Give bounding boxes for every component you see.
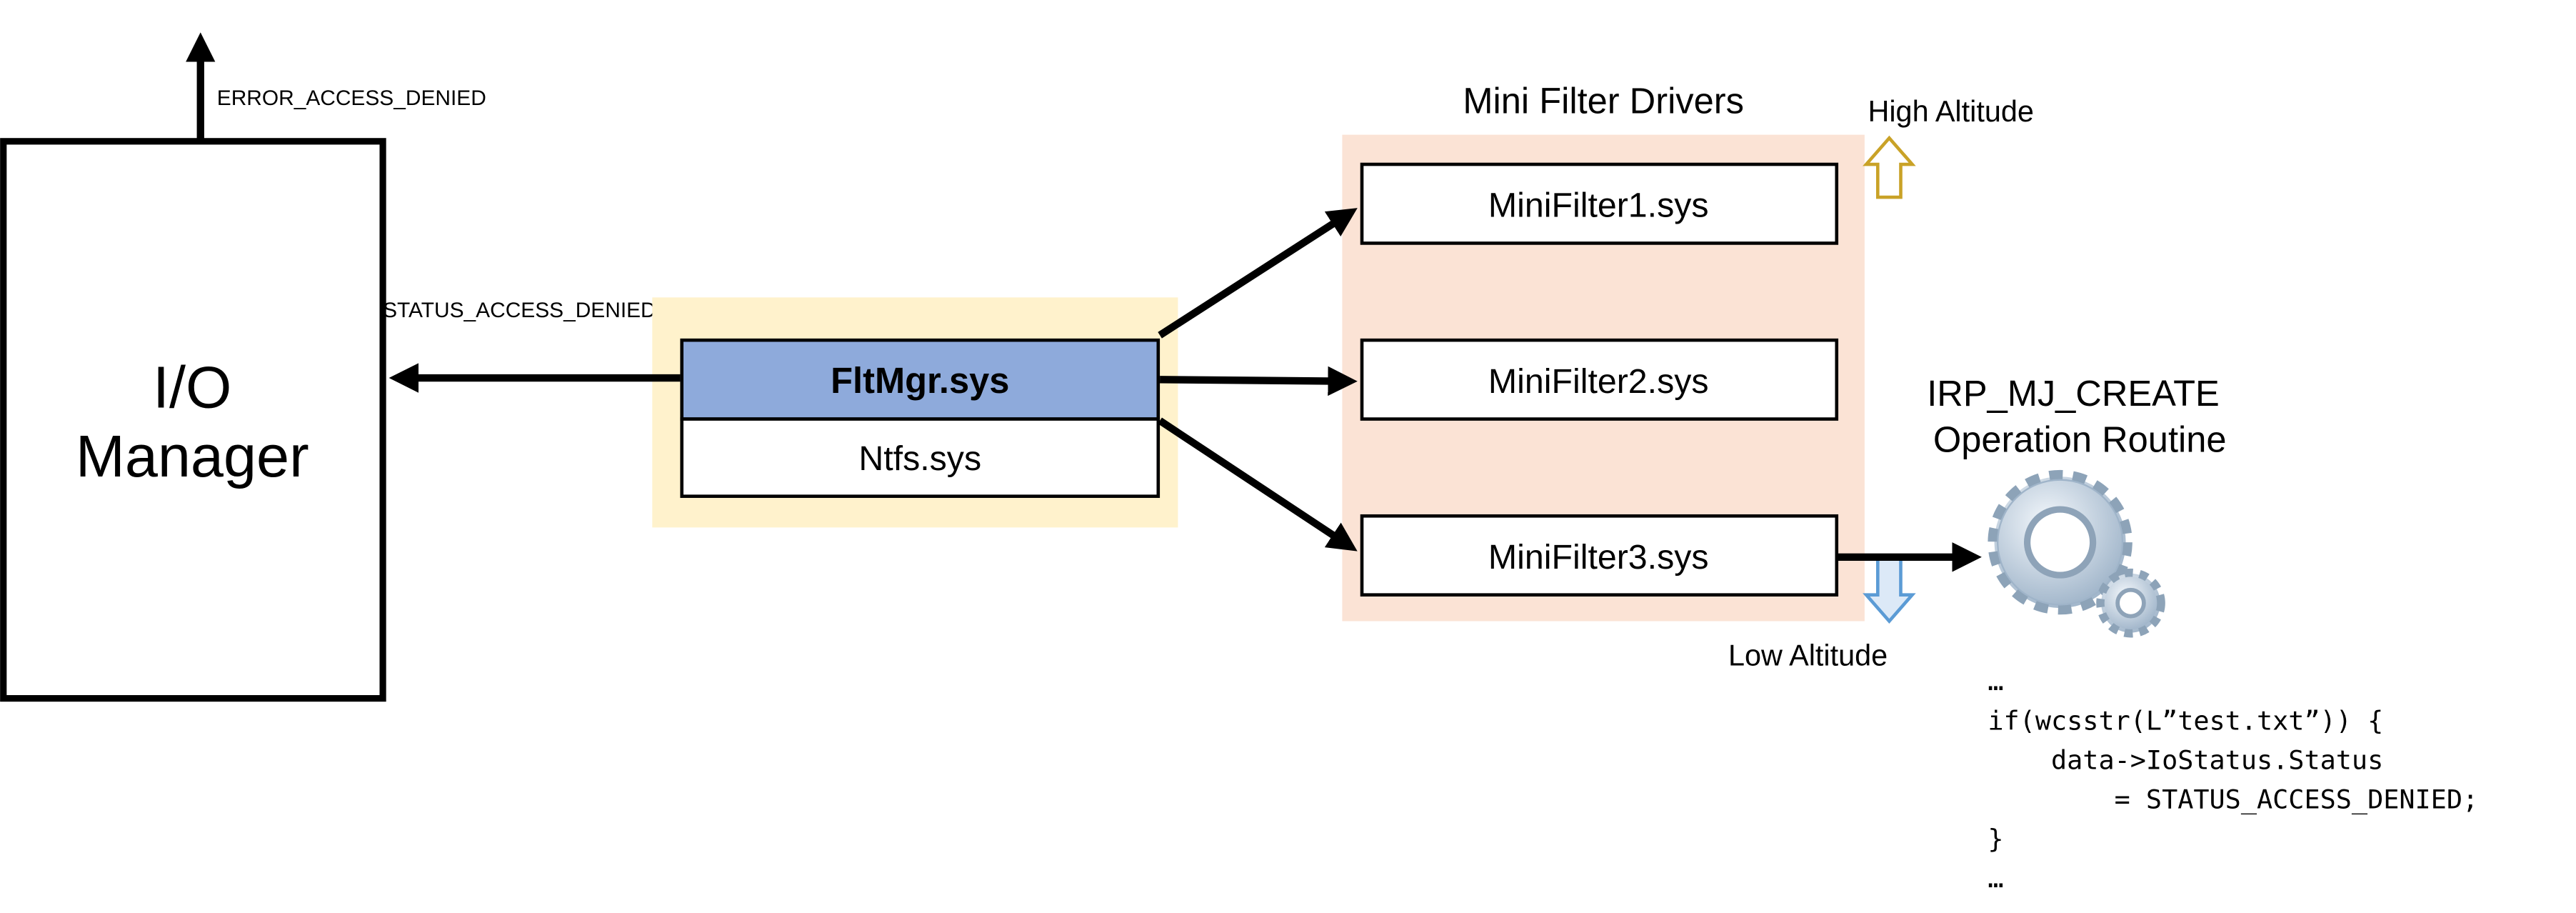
status-access-denied-label: STATUS_ACCESS_DENIED xyxy=(383,299,656,322)
minifilter-label: MiniFilter1.sys xyxy=(1488,186,1709,225)
fltmgr-label: FltMgr.sys xyxy=(831,360,1009,401)
fltmgr-box: FltMgr.sys xyxy=(680,338,1161,421)
low-altitude-label: Low Altitude xyxy=(1728,639,1888,672)
io-manager-label-line2: Manager xyxy=(76,423,309,489)
ntfs-label: Ntfs.sys xyxy=(858,439,981,478)
minifilter-label: MiniFilter3.sys xyxy=(1488,538,1709,577)
arrow-to-minifilter1 xyxy=(1158,208,1358,339)
high-altitude-arrow-icon xyxy=(1863,135,1916,199)
routine-title-line1: IRP_MJ_CREATE xyxy=(1927,373,2220,414)
mini-filter-drivers-title: Mini Filter Drivers xyxy=(1463,81,1744,121)
minifilter-box-3: MiniFilter3.sys xyxy=(1360,514,1839,597)
io-manager-label-line1: I/O xyxy=(153,354,231,420)
code-line: } xyxy=(1988,824,2003,854)
minifilter-box-2: MiniFilter2.sys xyxy=(1360,338,1839,421)
code-line: data->IoStatus.Status xyxy=(1988,745,2383,776)
low-altitude-arrow-icon xyxy=(1863,557,1916,624)
code-line: = STATUS_ACCESS_DENIED; xyxy=(1988,784,2478,816)
io-manager-box: I/O Manager xyxy=(0,138,386,702)
routine-title-line2: Operation Routine xyxy=(1933,419,2227,460)
ntfs-box: Ntfs.sys xyxy=(680,417,1161,498)
minifilter-box-1: MiniFilter1.sys xyxy=(1360,162,1839,245)
minifilter-label: MiniFilter2.sys xyxy=(1488,362,1709,401)
code-line: … xyxy=(1988,666,2003,697)
high-altitude-label: High Altitude xyxy=(1868,95,2033,128)
gears-icon xyxy=(1988,469,2165,638)
error-access-denied-label: ERROR_ACCESS_DENIED xyxy=(217,86,486,110)
code-line: if(wcsstr(L”test.txt”)) { xyxy=(1988,705,2383,736)
arrow-to-minifilter2 xyxy=(1160,366,1358,396)
code-line: … xyxy=(1988,863,2003,894)
code-snippet: … if(wcsstr(L”test.txt”)) { data->IoStat… xyxy=(1988,666,2478,894)
arrow-to-minifilter3 xyxy=(1158,417,1358,552)
